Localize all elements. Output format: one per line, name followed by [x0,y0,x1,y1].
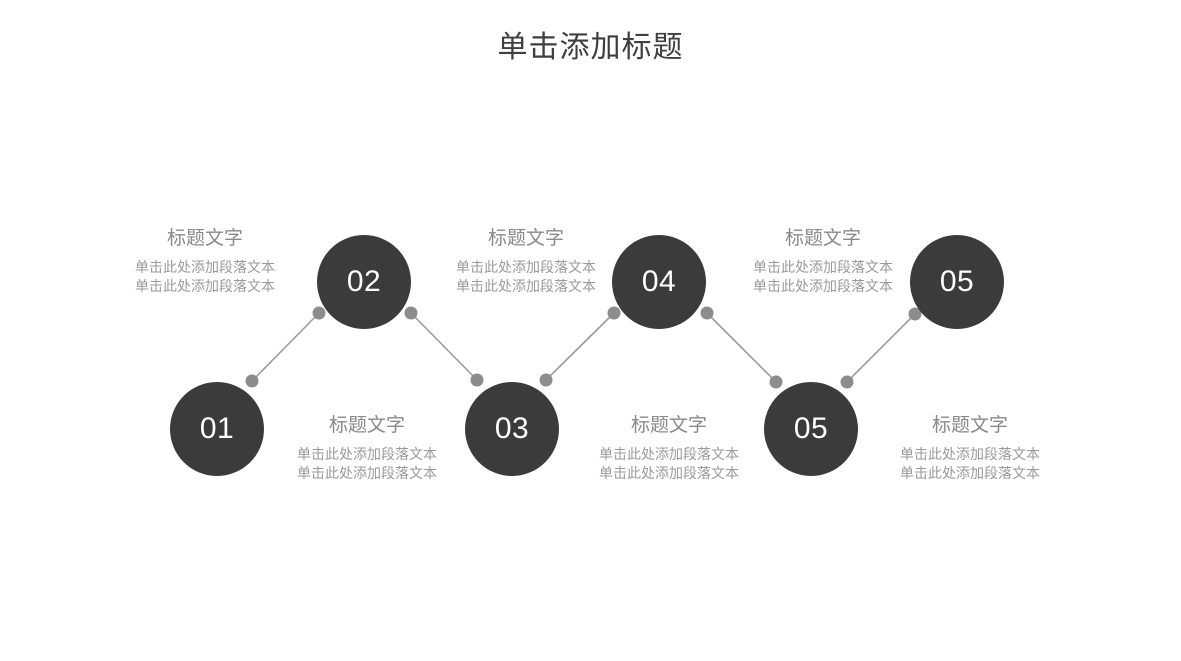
text-block-line-1: 单击此处添加段落文本 [599,446,739,462]
connector-dot [700,306,714,320]
text-block-heading: 标题文字 [166,228,243,249]
connector-dot [607,306,621,320]
text-block-line-1: 单击此处添加段落文本 [456,259,596,275]
text-block-heading: 标题文字 [630,415,707,436]
text-block-6[interactable]: 标题文字 单击此处添加段落文本 单击此处添加段落文本 [870,413,1070,483]
connector-line-03-04 [545,312,615,381]
text-block-4[interactable]: 标题文字 单击此处添加段落文本 单击此处添加段落文本 [267,413,467,483]
node-number: 04 [641,265,677,298]
page-title: 单击添加标题 [497,31,684,64]
text-block-line-2: 单击此处添加段落文本 [599,465,739,481]
node-circle-03[interactable]: 03 [465,382,559,476]
text-block-line-2: 单击此处添加段落文本 [135,278,275,294]
text-block-2[interactable]: 标题文字 单击此处添加段落文本 单击此处添加段落文本 [426,226,626,296]
node-circle-05-bottom[interactable]: 05 [764,382,858,476]
connector-line-02-03 [410,312,478,381]
text-block-5[interactable]: 标题文字 单击此处添加段落文本 单击此处添加段落文本 [569,413,769,483]
text-block-heading: 标题文字 [931,415,1008,436]
connector-dot [470,373,484,387]
text-block-line-2: 单击此处添加段落文本 [753,278,893,294]
node-circle-02[interactable]: 02 [317,235,411,329]
connector-dot [404,306,418,320]
text-block-line-2: 单击此处添加段落文本 [297,465,437,481]
node-circle-05-top[interactable]: 05 [910,235,1004,329]
node-number: 02 [346,265,382,298]
connector-dot [840,375,854,389]
connector-line-04-05 [706,312,777,383]
connector-dot [539,373,553,387]
node-number: 05 [939,265,975,298]
node-circle-04[interactable]: 04 [612,235,706,329]
connector-line-01-02 [251,312,320,382]
text-block-line-1: 单击此处添加段落文本 [135,259,275,275]
text-block-line-2: 单击此处添加段落文本 [456,278,596,294]
text-block-line-2: 单击此处添加段落文本 [900,465,1040,481]
text-block-heading: 标题文字 [328,415,405,436]
connector-dot [245,374,259,388]
node-number: 03 [494,412,530,445]
text-block-line-1: 单击此处添加段落文本 [753,259,893,275]
node-circle-01[interactable]: 01 [170,382,264,476]
text-block-line-1: 单击此处添加段落文本 [297,446,437,462]
connector-line-05-05 [846,313,916,383]
text-block-3[interactable]: 标题文字 单击此处添加段落文本 单击此处添加段落文本 [723,226,923,296]
text-block-1[interactable]: 标题文字 单击此处添加段落文本 单击此处添加段落文本 [105,226,305,296]
text-block-heading: 标题文字 [784,228,861,249]
text-block-heading: 标题文字 [487,228,564,249]
connector-dot [312,306,326,320]
node-number: 01 [199,412,235,445]
connector-dot [769,375,783,389]
text-block-line-1: 单击此处添加段落文本 [900,446,1040,462]
node-number: 05 [793,412,829,445]
